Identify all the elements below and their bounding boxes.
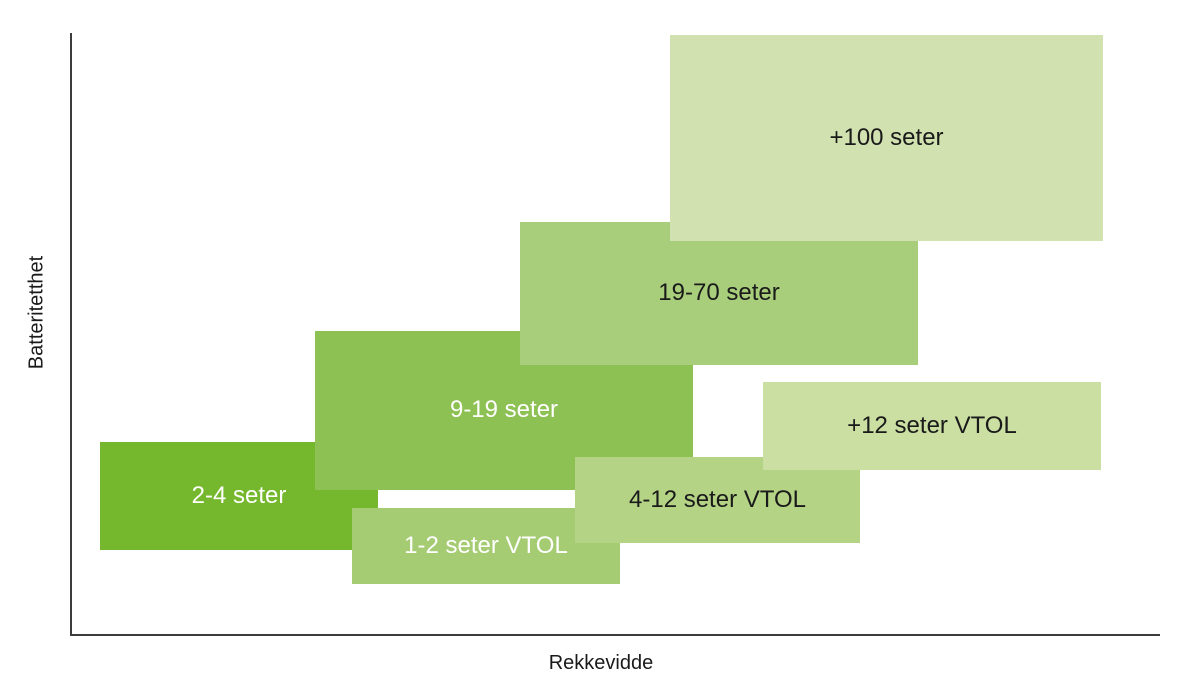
region-label-9-19-seter: 9-19 seter	[449, 396, 559, 424]
region-label-100-seter: +100 seter	[829, 123, 944, 151]
y-axis-line	[70, 33, 72, 635]
region-1-2-seter-vtol: 1-2 seter VTOL	[352, 508, 620, 584]
region-label-12-seter-vtol: +12 seter VTOL	[847, 411, 1017, 439]
x-axis-line	[70, 634, 1160, 636]
y-axis-label: Batteritetthet	[25, 255, 48, 370]
region-label-2-4-seter: 2-4 seter	[191, 481, 287, 509]
region-19-70-seter: 19-70 seter	[520, 222, 918, 365]
region-label-19-70-seter: 19-70 seter	[658, 279, 780, 307]
region-4-12-seter-vtol: 4-12 seter VTOL	[575, 457, 860, 543]
region-label-4-12-seter-vtol: 4-12 seter VTOL	[629, 485, 806, 513]
region-label-1-2-seter-vtol: 1-2 seter VTOL	[404, 531, 568, 559]
region-100-seter: +100 seter	[670, 35, 1103, 241]
x-axis-label: Rekkevidde	[548, 652, 654, 674]
region-12-seter-vtol: +12 seter VTOL	[763, 382, 1101, 470]
